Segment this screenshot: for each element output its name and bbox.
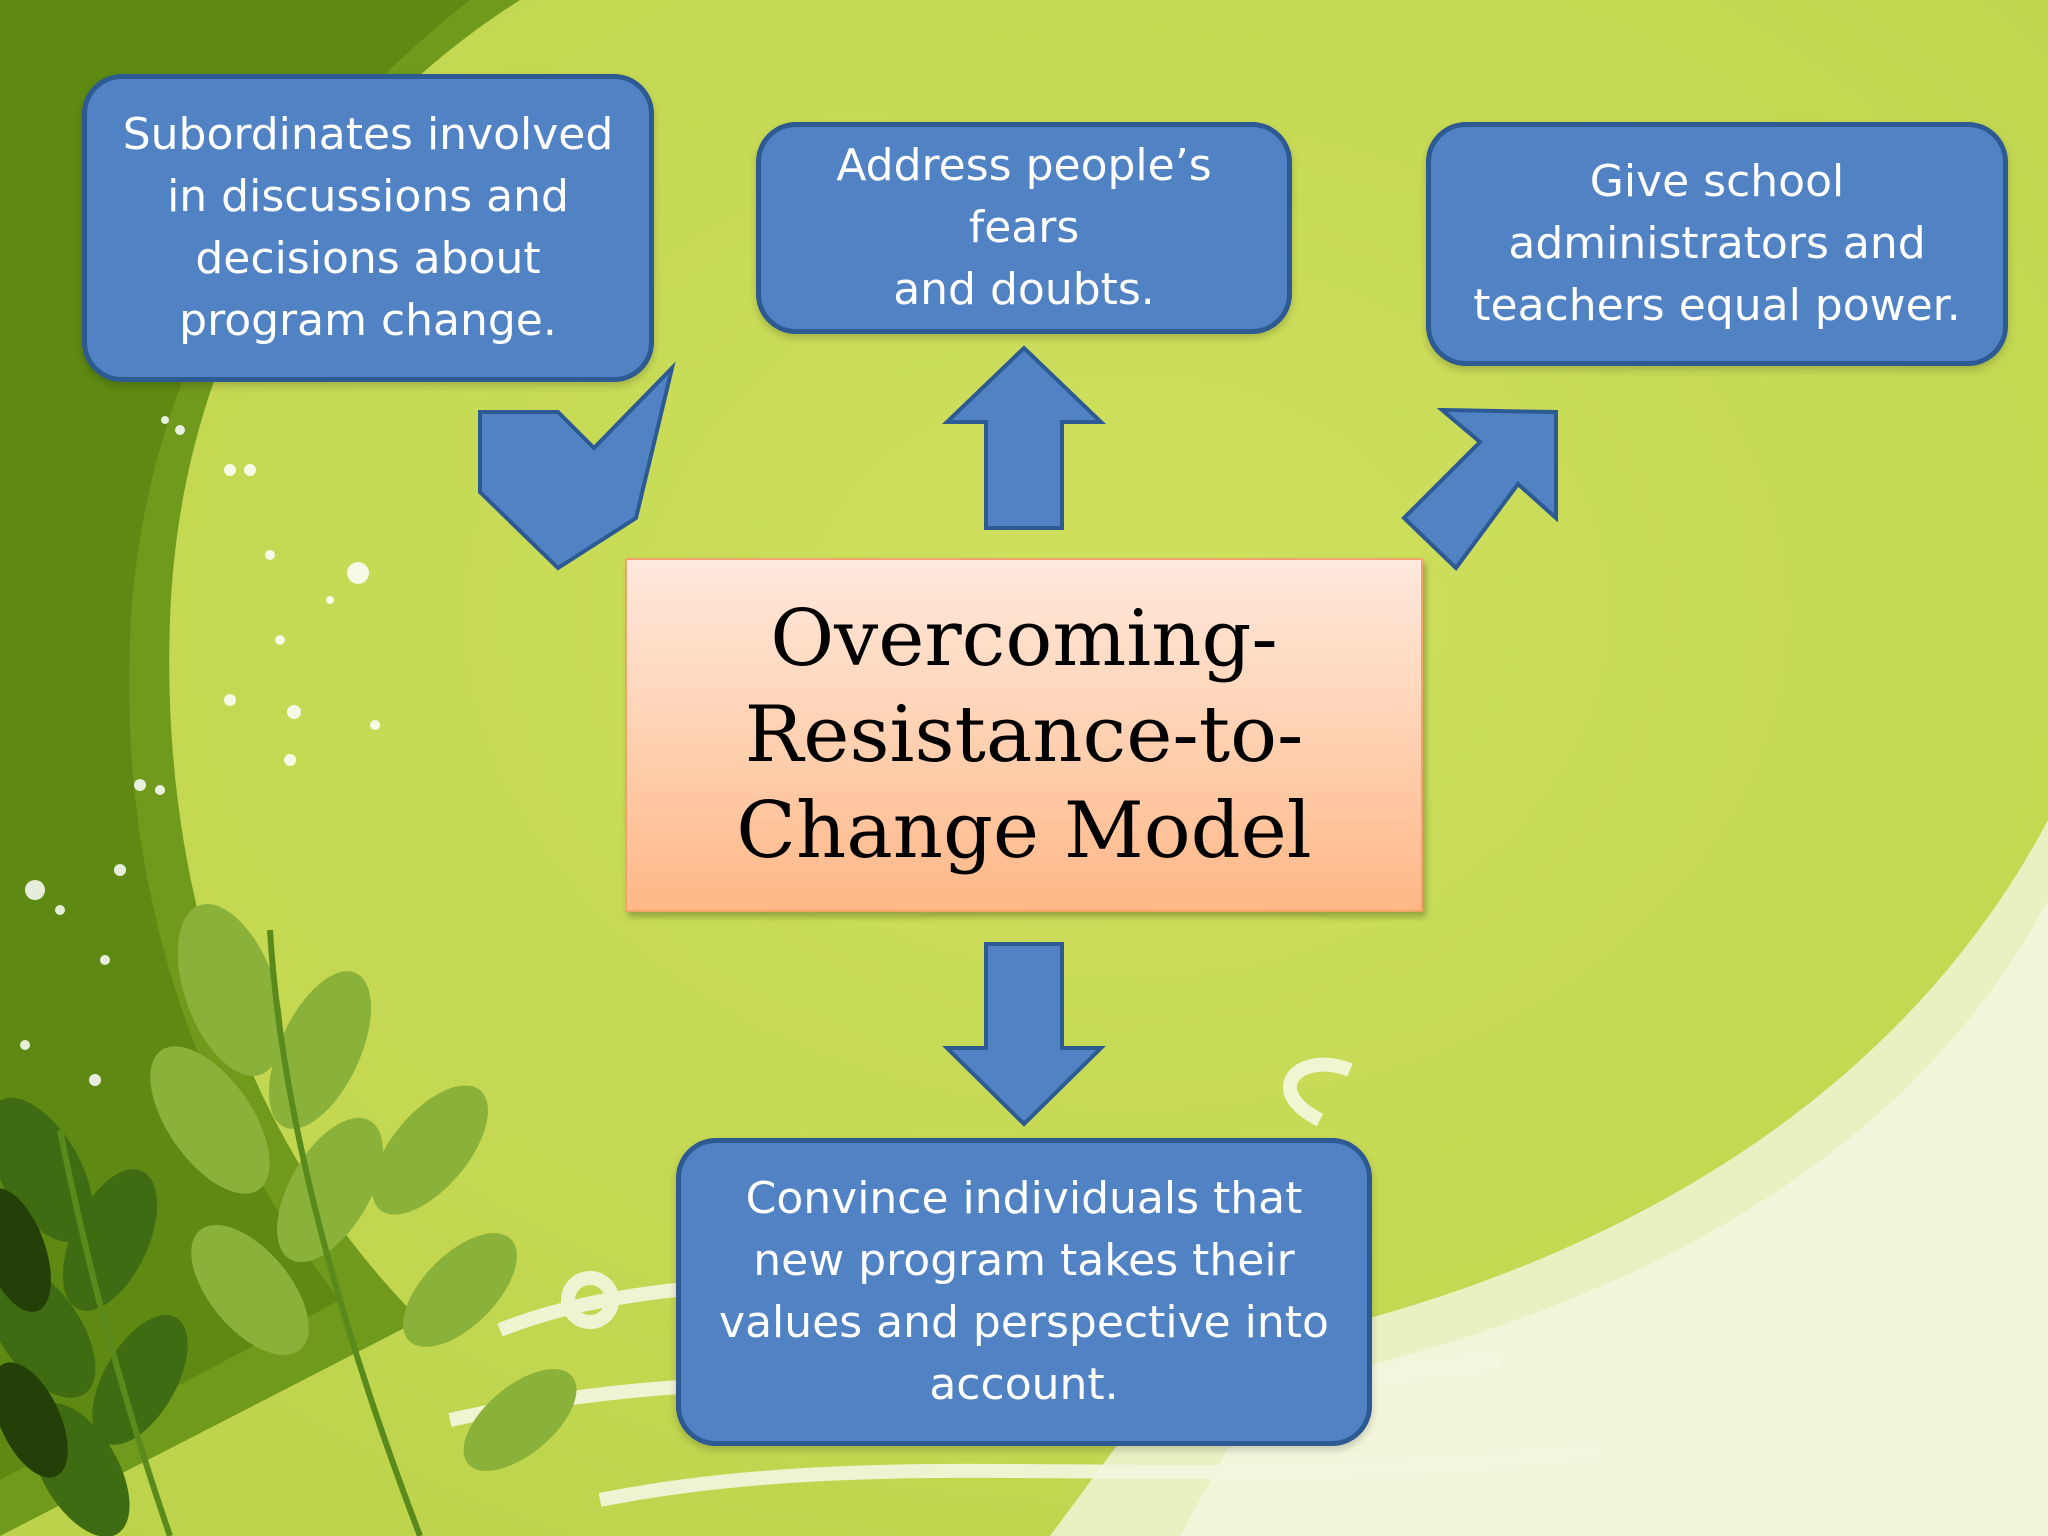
leaf-decoration [0, 904, 577, 1536]
node-text-line: teachers equal power. [1473, 280, 1961, 331]
node-text-line: Convince individuals that [745, 1173, 1303, 1224]
center-title: Overcoming- Resistance-to- Change Model [736, 591, 1311, 879]
node-text-line: values and perspective into [719, 1297, 1329, 1348]
arrow-up-right [1401, 407, 1558, 572]
node-text-line: decisions about [195, 233, 541, 284]
center-title-line: Resistance-to- [744, 690, 1304, 780]
arrow-down [942, 942, 1106, 1127]
node-text-line: Subordinates involved [122, 109, 614, 160]
node-text-line: new program takes their [753, 1235, 1295, 1286]
center-title-line: Change Model [736, 786, 1312, 876]
node-text-line: Give school [1589, 156, 1845, 207]
center-title-line: Overcoming- [770, 594, 1278, 684]
node-text-line: account. [929, 1359, 1119, 1410]
node-text-line: administrators and [1508, 218, 1926, 269]
sparkle-dots [20, 416, 380, 1086]
node-convince-individuals: Convince individuals that new program ta… [676, 1138, 1372, 1446]
node-text-line: program change. [179, 295, 557, 346]
arrow-up-left [478, 361, 676, 571]
node-address-fears: Address people’s fears and doubts. [756, 122, 1292, 334]
node-equal-power: Give school administrators and teachers … [1426, 122, 2008, 366]
node-text-line: and doubts. [893, 264, 1155, 315]
node-subordinates-involved: Subordinates involved in discussions and… [82, 74, 654, 382]
node-text-line: Address people’s fears [836, 140, 1212, 253]
node-text-line: in discussions and [167, 171, 569, 222]
center-title-box: Overcoming- Resistance-to- Change Model [625, 558, 1423, 912]
arrow-up [942, 345, 1106, 530]
